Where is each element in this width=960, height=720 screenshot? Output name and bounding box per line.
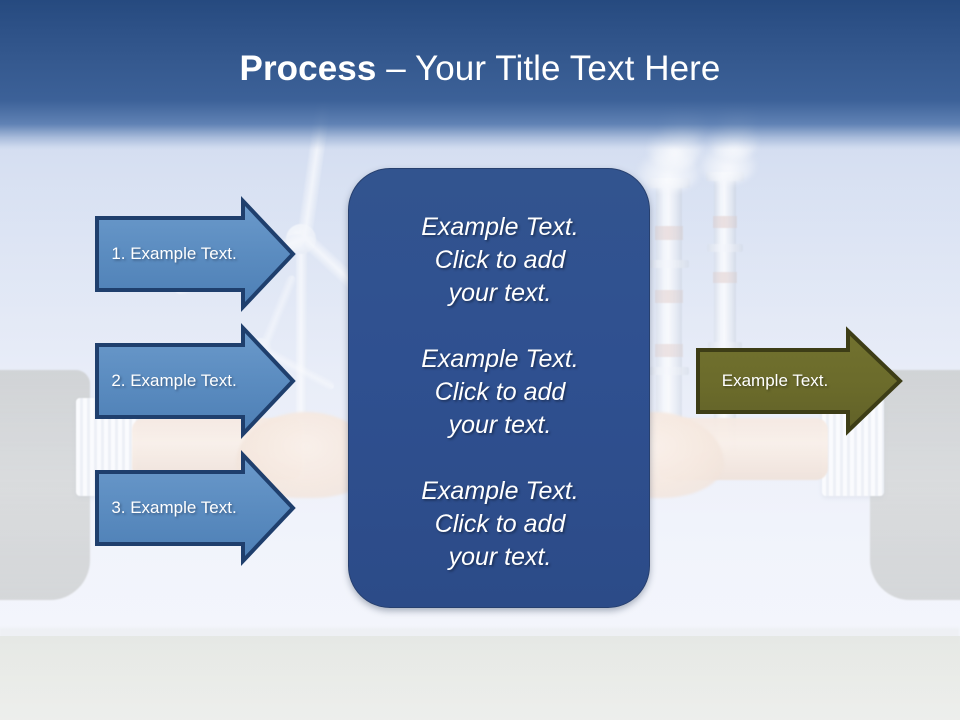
arrow-right-shape <box>95 195 296 313</box>
process-step-arrow-2-label: 2. Example Text. <box>111 371 237 390</box>
center-paragraph-1: Example Text. Click to add your text. <box>421 213 579 307</box>
center-paragraph-3: Example Text. Click to add your text. <box>421 477 579 571</box>
arrow-right-shape <box>95 322 296 440</box>
page-title: Process – Your Title Text Here <box>0 47 960 91</box>
process-step-arrow-3[interactable]: 3. Example Text. <box>94 449 296 567</box>
process-step-arrow-1-label: 1. Example Text. <box>111 244 237 263</box>
arrow-right-shape <box>95 449 296 567</box>
center-text-stack: Example Text. Click to add your text. Ex… <box>375 211 625 574</box>
process-step-arrow-2[interactable]: 2. Example Text. <box>94 322 296 440</box>
title-bold-part: Process <box>239 49 377 88</box>
arrow-right-shape <box>696 326 903 436</box>
process-step-arrow-1[interactable]: 1. Example Text. <box>94 195 296 313</box>
center-content-box[interactable]: Example Text. Click to add your text. Ex… <box>348 168 650 608</box>
background-grass <box>0 636 960 720</box>
center-paragraph-2: Example Text. Click to add your text. <box>421 345 579 439</box>
title-rest-part: – Your Title Text Here <box>376 49 721 88</box>
title-band <box>0 0 960 150</box>
process-result-arrow-label: Example Text. <box>721 371 829 390</box>
process-result-arrow[interactable]: Example Text. <box>695 326 903 436</box>
process-step-arrow-3-label: 3. Example Text. <box>111 498 237 517</box>
